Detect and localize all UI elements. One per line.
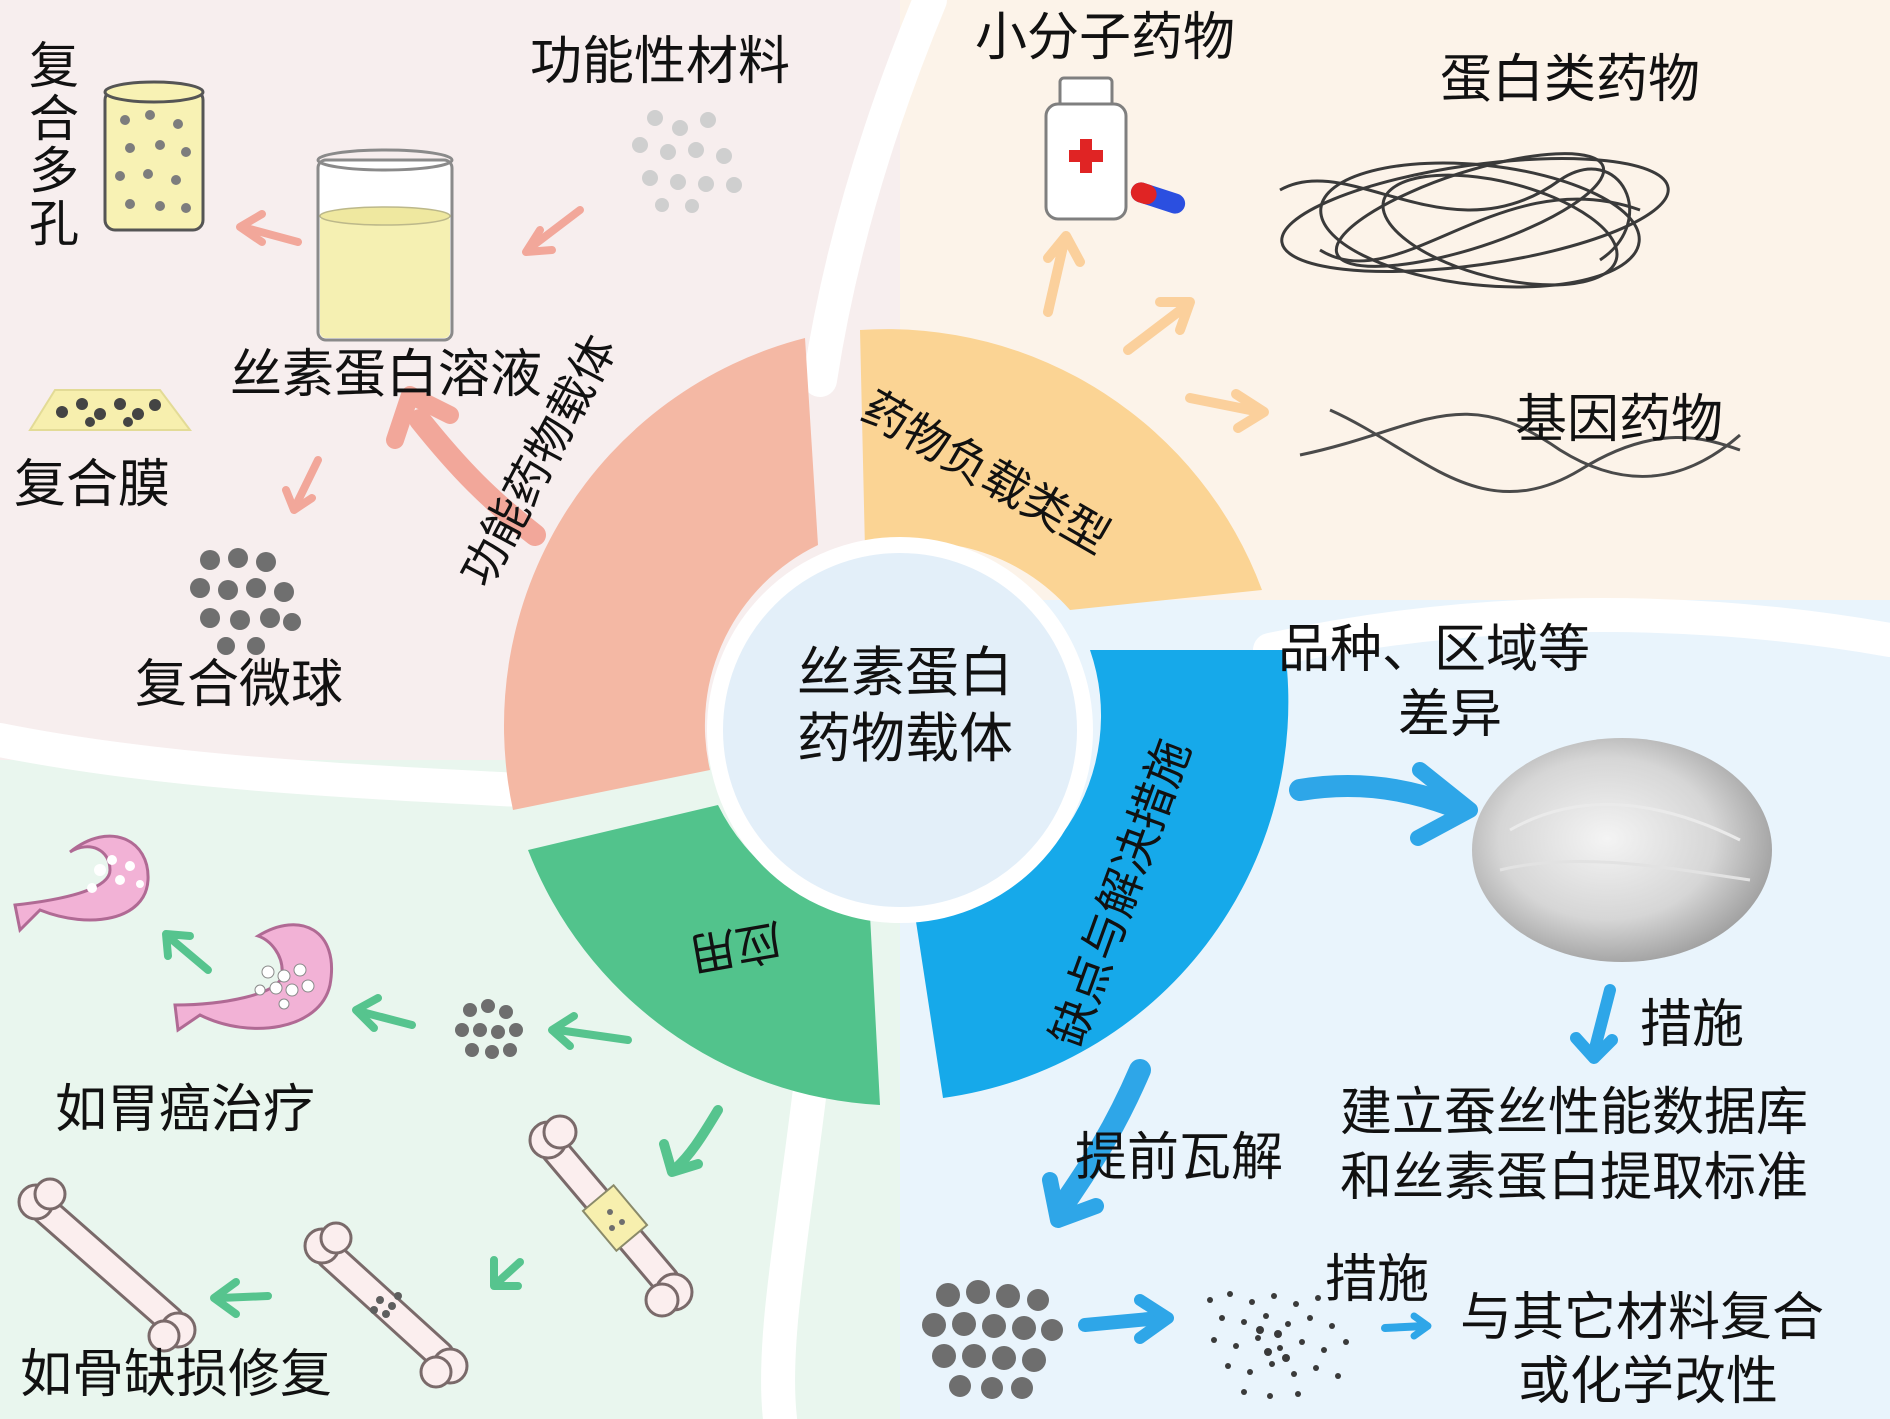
ring-segment-drug-types	[860, 329, 1262, 610]
center-label-line1: 丝素蛋白	[797, 641, 1013, 704]
ring-segment-application	[528, 805, 880, 1105]
label-bone-repair: 如骨缺损修复	[20, 1345, 333, 1405]
material-particles-icon	[632, 110, 742, 213]
protein-tangle-icon	[1279, 152, 1670, 289]
label-protein: 蛋白类药物	[1440, 50, 1701, 110]
capsule-icon	[1130, 182, 1186, 214]
center-label: 丝素蛋白 药物载体	[740, 640, 1070, 772]
stomach-treated-icon	[173, 923, 333, 1033]
ring	[503, 329, 1289, 1105]
label-composite-line1: 与其它材料复合	[1460, 1288, 1825, 1348]
label-composite-line2: 或化学改性	[1518, 1352, 1779, 1412]
bone-defect-icon	[303, 1221, 469, 1389]
drawback-arrows	[1042, 762, 1618, 1344]
label-variety-line2: 差异	[1398, 685, 1503, 745]
label-variety-line1: 品种、区域等	[1278, 620, 1591, 680]
raw-silk-icon	[1472, 738, 1772, 962]
drug-arrows	[1043, 231, 1269, 433]
stomach-tumor-icon	[13, 834, 150, 934]
label-gastric-cancer: 如胃癌治疗	[55, 1080, 316, 1140]
scattered-particles-icon	[1207, 1291, 1349, 1399]
label-functional-material: 功能性材料	[530, 32, 791, 92]
label-composite-film: 复合膜	[14, 455, 171, 515]
ring-segment-drawbacks	[915, 650, 1289, 1098]
label-composite-microsphere: 复合微球	[135, 655, 344, 715]
label-gene: 基因药物	[1515, 390, 1724, 450]
label-silk-solution: 丝素蛋白溶液	[230, 345, 543, 405]
label-measure-1: 措施	[1640, 995, 1745, 1055]
microsphere-large-icon	[922, 1280, 1063, 1399]
beaker-icon	[316, 148, 454, 342]
microsphere-cluster-icon	[190, 548, 301, 655]
porous-cylinder-icon	[103, 80, 205, 232]
label-database-line1: 建立蚕丝性能数据库	[1340, 1083, 1809, 1143]
application-microsphere-icon	[455, 999, 523, 1059]
label-premature-disintegration: 提前瓦解	[1075, 1128, 1284, 1188]
pill-bottle-icon	[1044, 76, 1128, 221]
bone-healed-icon	[17, 1177, 197, 1353]
label-database-line2: 和丝素蛋白提取标准	[1340, 1148, 1809, 1208]
label-small-molecule: 小分子药物	[975, 8, 1236, 68]
carrier-arrows	[236, 206, 584, 546]
ring-segment-carrier	[503, 338, 818, 810]
label-composite-porous: 复合多孔	[29, 37, 79, 253]
composite-film-icon	[28, 389, 192, 431]
bone-scaffold-icon	[528, 1114, 694, 1318]
application-arrows	[162, 930, 723, 1318]
center-circle	[707, 537, 1093, 923]
dna-strand-icon	[1299, 408, 1741, 493]
center-label-line2: 药物载体	[797, 706, 1013, 770]
label-measure-2: 措施	[1325, 1250, 1430, 1310]
